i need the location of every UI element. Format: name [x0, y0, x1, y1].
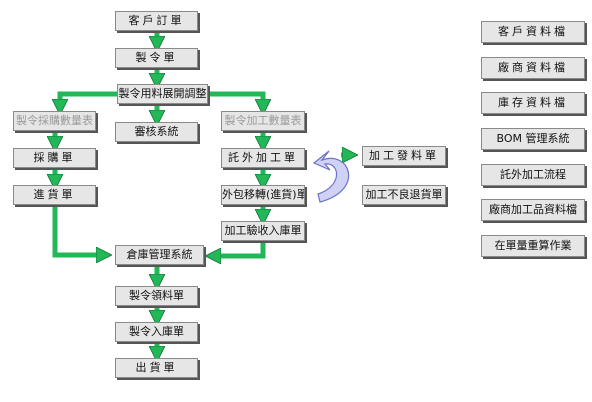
node-review-system: 審核系統	[115, 122, 198, 142]
legend-vendor-processed-file: 廠商加工品資料檔	[481, 199, 585, 221]
arrow-adjust-to-purchase-calc	[60, 91, 118, 106]
legend-customer-file: 客戶資料檔	[481, 21, 585, 43]
node-processing-return: 加工不良退貨單	[362, 185, 446, 205]
legend-order-recalc: 在單量重算作業	[481, 235, 585, 257]
arrow-adjust-to-outsource-calc	[208, 91, 263, 106]
node-manufacturing-order: 製令單	[115, 48, 198, 68]
node-outsource-inspection: 加工驗收入庫單	[221, 221, 305, 241]
node-outsource-transfer: 外包移轉(進貨)單	[221, 185, 305, 205]
node-processing-issue: 加工發料單	[362, 146, 446, 166]
node-outsource-order: 託外加工單	[221, 148, 305, 168]
node-purchase-calc: 製令採購數量表	[13, 111, 96, 131]
node-purchase-order: 採購單	[13, 148, 96, 168]
legend-vendor-file: 廠商資料檔	[481, 57, 585, 79]
node-goods-receipt: 進貨單	[13, 185, 96, 205]
node-customer-order: 客戶訂單	[115, 11, 198, 31]
arrow-inspection-to-warehouse	[214, 239, 266, 256]
legend-bom-system: BOM 管理系統	[481, 128, 585, 150]
node-material-adjust: 製令用料展開調整	[117, 84, 208, 104]
flow-arrows	[55, 30, 349, 353]
node-outsource-calc: 製令加工數量表	[221, 111, 305, 131]
node-shipment: 出貨單	[115, 358, 198, 378]
legend-inventory-file: 庫存資料檔	[481, 92, 585, 114]
node-warehouse-system: 倉庫管理系統	[115, 245, 204, 265]
legend-outsource-flow: 託外加工流程	[481, 164, 585, 186]
curved-return-arrow	[312, 150, 350, 203]
arrow-receipt-to-warehouse	[52, 203, 103, 255]
node-finished-goods-receipt: 製令入庫單	[115, 322, 198, 342]
node-material-issue: 製令領料單	[115, 286, 198, 306]
